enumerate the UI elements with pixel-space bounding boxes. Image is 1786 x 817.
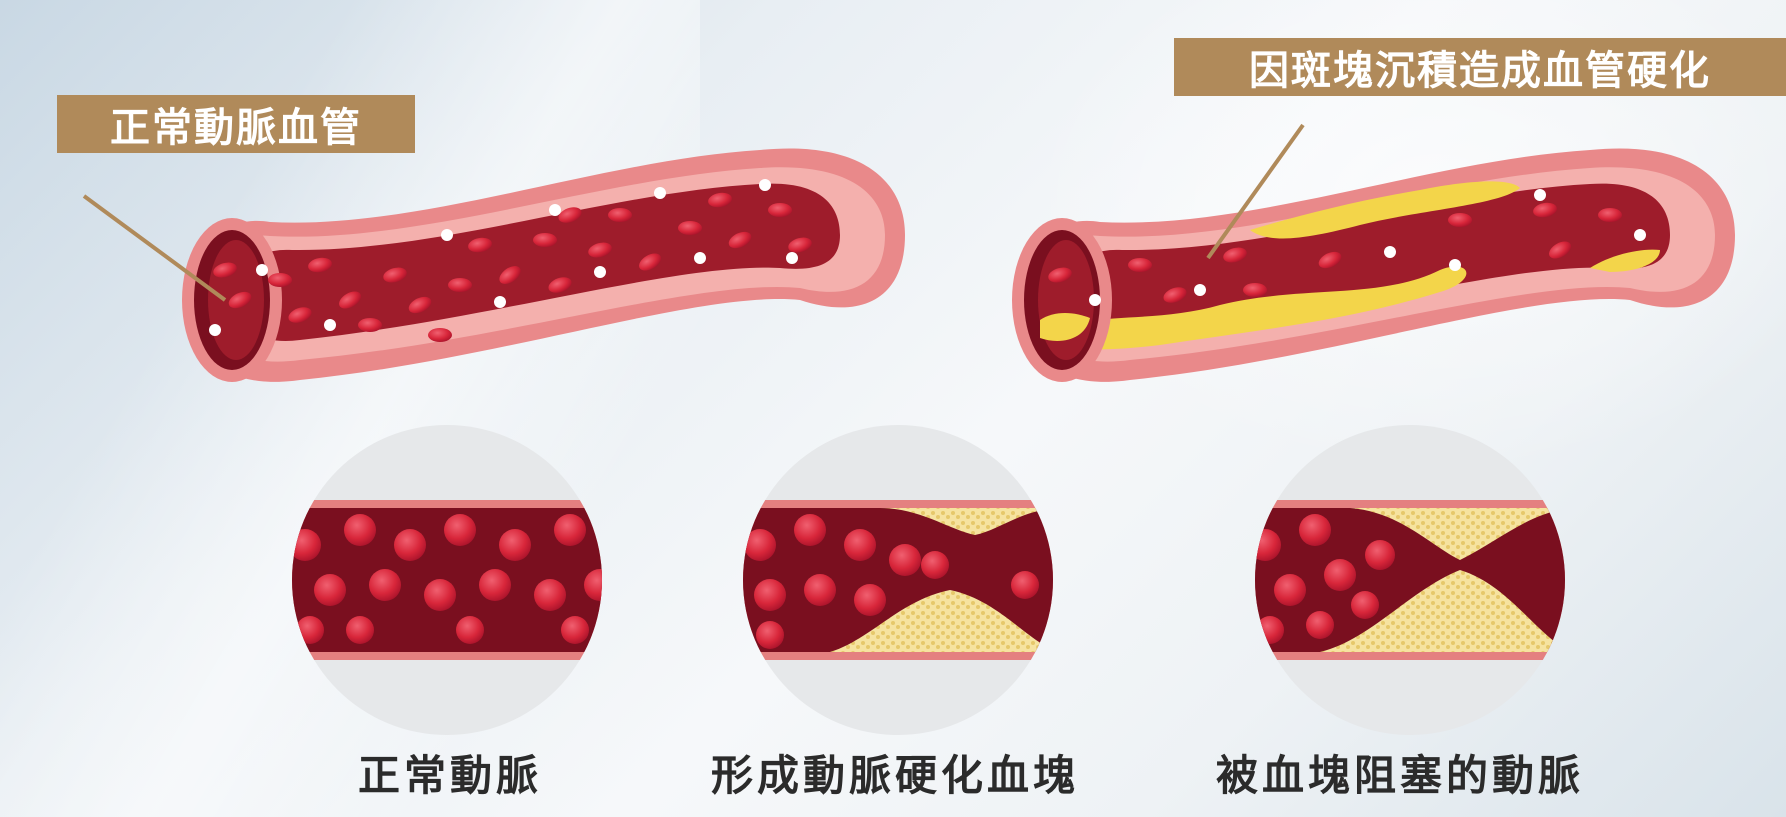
caption-blocked-artery: 被血塊阻塞的動脈: [1185, 746, 1615, 806]
normal-vessel-label: 正常動脈血管: [57, 95, 415, 153]
blocked-artery-closeup: [1249, 425, 1572, 735]
hardened-vessel: [1012, 125, 1735, 382]
hardened-vessel-label: 因斑塊沉積造成血管硬化: [1174, 38, 1786, 96]
normal-vessel: [84, 148, 905, 382]
normal-artery-closeup: [289, 425, 616, 735]
caption-normal-artery: 正常動脈: [320, 746, 580, 806]
forming-plaque-closeup: [740, 425, 1060, 735]
caption-forming-plaque: 形成動脈硬化血塊: [680, 746, 1110, 806]
